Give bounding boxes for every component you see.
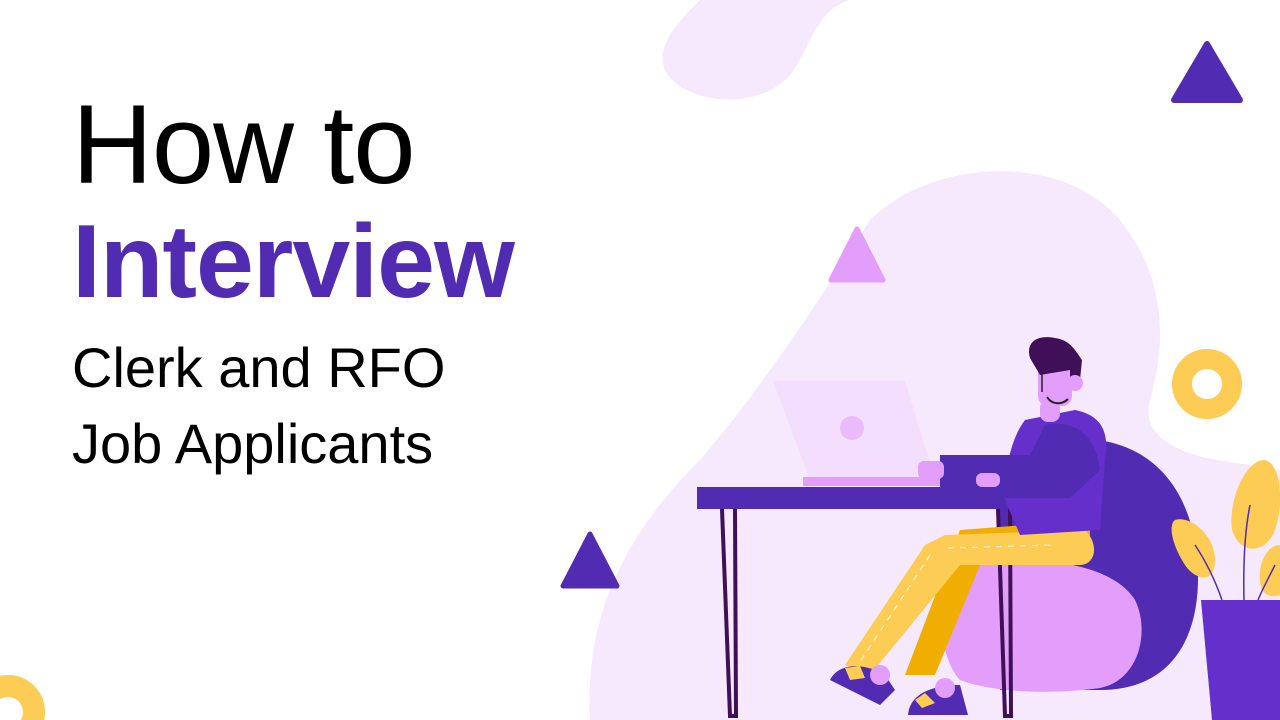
leg-front [845, 530, 1095, 675]
yellow-ring-right [1172, 349, 1242, 419]
pants-seam [857, 544, 1056, 666]
yellow-ring-bottom-left [0, 675, 45, 720]
background-blob-top [662, 0, 850, 100]
desk-leg-left [720, 508, 739, 718]
hand-1 [918, 461, 944, 479]
ankle-back [935, 678, 955, 698]
hair [1029, 337, 1082, 380]
triangle-pink [828, 226, 886, 283]
mouth [1046, 396, 1069, 405]
plant-leaf-center [1231, 460, 1280, 549]
laptop-logo [840, 416, 864, 440]
title-line-interview: Interview [72, 204, 515, 320]
title-block: How to Interview Clerk and RFO Job Appli… [72, 82, 515, 482]
plant-leaf-left [1171, 519, 1215, 578]
title-line-how-to: How to [72, 82, 416, 207]
ear [1067, 375, 1083, 391]
shoe-back-patch [915, 693, 935, 708]
subtitle-line-clerk-rfo: Clerk and RFO [72, 336, 446, 399]
plant-stems [1194, 504, 1276, 601]
plant-pot [1201, 600, 1280, 720]
subtitle-line-job-applicants: Job Applicants [72, 412, 434, 475]
plant-leaf-right [1259, 545, 1280, 597]
shoe-front-patch [845, 666, 865, 680]
beanbag-seat [939, 558, 1142, 692]
hand-2 [976, 473, 1000, 487]
triangle-dark-top-right [1171, 41, 1243, 103]
ankle-front [870, 665, 890, 685]
laptop-base [803, 477, 973, 486]
triangle-dark-left [560, 531, 620, 589]
desk-leg-right [996, 508, 1014, 718]
